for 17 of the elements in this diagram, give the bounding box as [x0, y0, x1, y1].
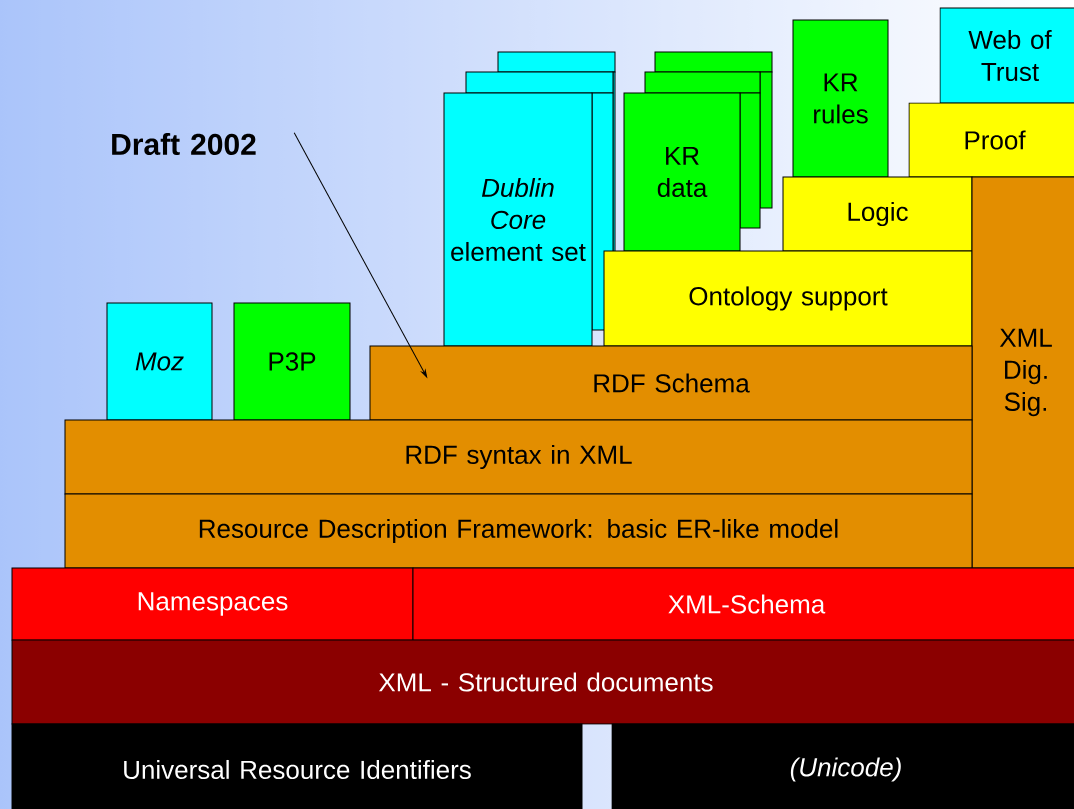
- layer-box: RDF syntax in XML: [64, 419, 973, 495]
- leader-line: [293, 132, 428, 378]
- layer-box: Moz: [106, 302, 213, 421]
- layer-box: Universal Resource Identifiers: [11, 723, 583, 809]
- layer-box: Proof: [908, 102, 1074, 178]
- layer-box: Namespaces: [11, 567, 414, 641]
- annotation-text: Draft 2002: [112, 133, 256, 155]
- layer-box: XML-Schema: [412, 567, 1074, 641]
- layer-box: Logic: [782, 176, 973, 252]
- layer-box: XML - Structured documents: [11, 639, 1074, 725]
- layer-box: (Unicode): [611, 723, 1074, 809]
- layer-box: P3P: [233, 302, 351, 421]
- layer-box: Resource Description Framework: basic ER-like model: [64, 493, 973, 569]
- layer-box: XML Dig. Sig.: [971, 176, 1074, 569]
- layer-box: Web of Trust: [939, 7, 1074, 104]
- layer-box: KR rules: [792, 19, 889, 178]
- layer-box: RDF Schema: [369, 345, 973, 421]
